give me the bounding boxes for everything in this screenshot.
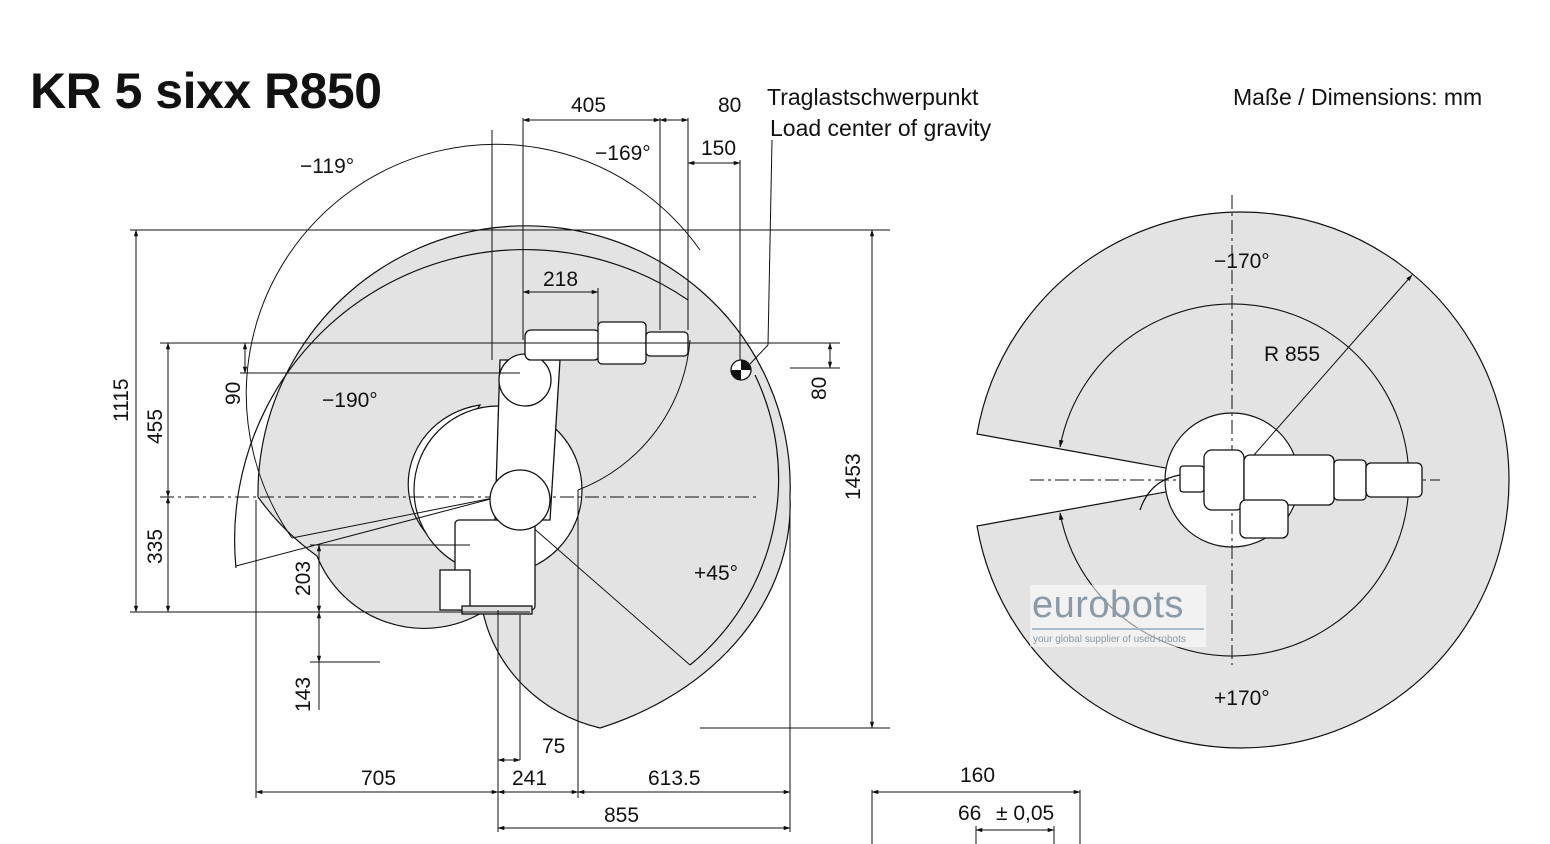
dim-241: 241 [512, 767, 547, 790]
dim-160: 160 [960, 764, 995, 787]
dim-855: 855 [604, 804, 639, 827]
dim-455: 455 [144, 409, 167, 444]
dim-143: 143 [292, 677, 315, 712]
page-title: KR 5 sixx R850 [30, 63, 382, 119]
side-view-dimensions [130, 117, 890, 832]
dim-705: 705 [361, 767, 396, 790]
dim-80-right: 80 [808, 377, 831, 400]
dim-75: 75 [542, 735, 565, 758]
flange-dimensions [871, 789, 1081, 844]
watermark-rule [1032, 628, 1204, 630]
tolerance: ± 0,05 [996, 802, 1054, 825]
dim-1453: 1453 [842, 453, 865, 500]
load-cog-symbol [730, 139, 773, 381]
watermark-tagline: your global supplier of used robots [1033, 634, 1186, 645]
dim-218: 218 [543, 268, 578, 291]
load-cog-label-de: Traglastschwerpunkt [767, 84, 979, 110]
dim-80-top: 80 [718, 94, 741, 117]
dim-203: 203 [292, 561, 315, 596]
watermark-logo: eurobots [1032, 584, 1184, 626]
side-view-labels: 405 80 150 218 −119° −169° −190° +45° 11… [110, 94, 865, 827]
robot-top-silhouette [1139, 449, 1423, 539]
robot-side-silhouette [439, 321, 689, 615]
angle-minus-169: −169° [595, 142, 651, 165]
flange-labels: 160 66 ± 0,05 [958, 764, 1054, 825]
dim-613-5: 613.5 [648, 767, 701, 790]
units-label: Maße / Dimensions: mm [1233, 84, 1483, 110]
top-view-labels: −170° +170° R 855 [1214, 250, 1320, 710]
dim-405: 405 [571, 94, 606, 117]
dim-1115: 1115 [110, 378, 133, 422]
angle-minus-190: −190° [322, 389, 378, 412]
angle-plus-170: +170° [1214, 687, 1270, 710]
radius-855: R 855 [1264, 343, 1320, 366]
load-cog-label-en: Load center of gravity [770, 115, 992, 141]
dim-335: 335 [144, 529, 167, 564]
angle-minus-170: −170° [1214, 250, 1270, 273]
watermark-box [1030, 585, 1206, 647]
angle-plus-45: +45° [694, 562, 738, 585]
dim-150: 150 [701, 137, 736, 160]
dim-66: 66 [958, 802, 981, 825]
side-view-envelope [160, 143, 791, 760]
angle-minus-119: −119° [300, 155, 354, 178]
dim-90: 90 [222, 382, 245, 405]
